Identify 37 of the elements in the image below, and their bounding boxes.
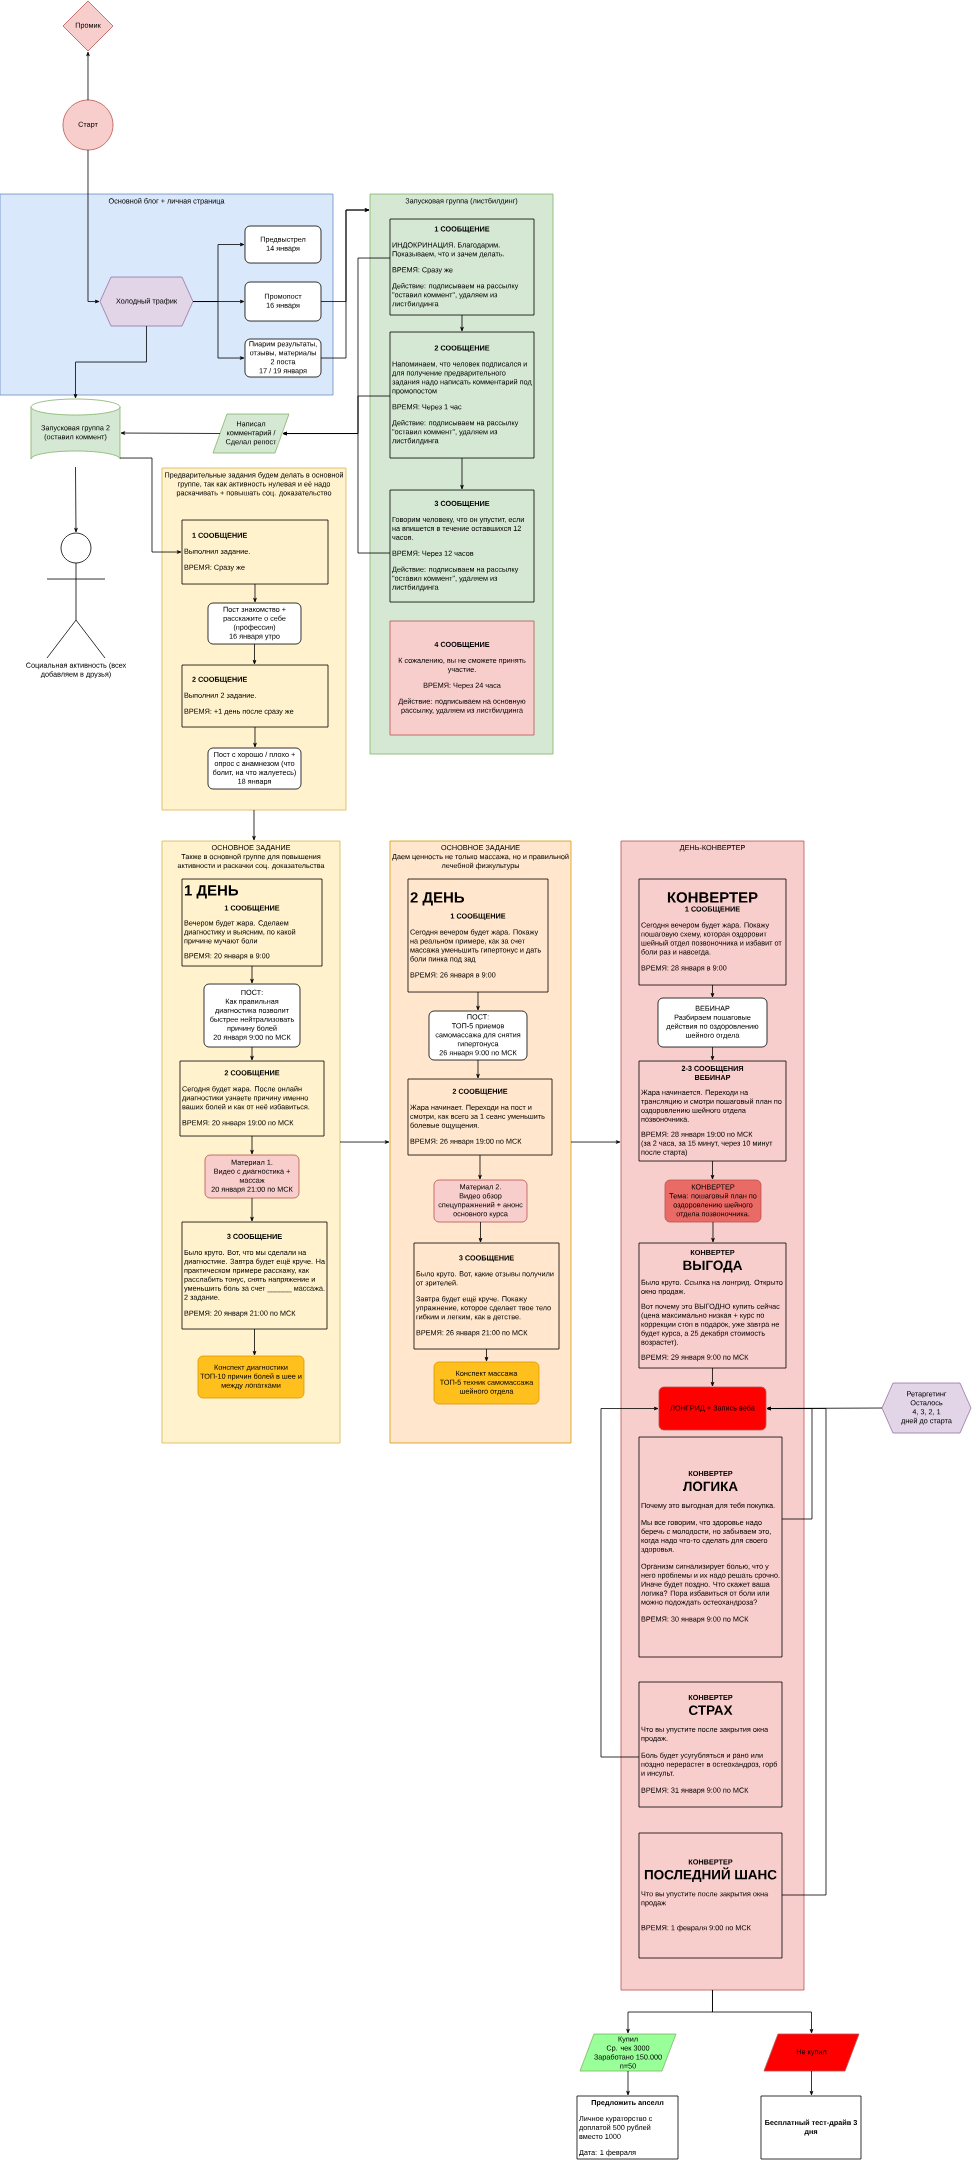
arrow — [712, 1989, 814, 2034]
arrow — [119, 457, 182, 554]
arrow — [710, 984, 715, 998]
arrow — [809, 2070, 814, 2096]
arrow — [339, 1140, 390, 1144]
arrow — [460, 314, 464, 332]
arrow — [253, 583, 257, 603]
arrow — [476, 1059, 480, 1079]
arrow — [710, 1046, 715, 1061]
arrow — [766, 1406, 883, 1411]
arrow — [252, 1328, 257, 1356]
arrow — [478, 1221, 483, 1243]
arrow — [250, 965, 254, 984]
arrow — [320, 208, 370, 359]
arrow — [711, 1221, 715, 1243]
arrow — [460, 457, 464, 490]
arrow — [282, 431, 391, 554]
arrow — [626, 2070, 630, 2096]
arrow — [73, 325, 147, 399]
arrow — [120, 431, 221, 435]
arrow — [253, 726, 257, 748]
arrow — [570, 1140, 621, 1144]
arrow — [710, 1367, 715, 1387]
arrow — [252, 643, 257, 665]
arrow — [250, 1135, 254, 1155]
arrow — [87, 149, 100, 304]
arrow — [600, 1406, 659, 1758]
arrow — [484, 1348, 489, 1362]
arrow — [74, 466, 78, 533]
arrow — [478, 1154, 482, 1180]
arrow — [192, 301, 245, 360]
arrow — [86, 51, 90, 101]
arrow — [252, 809, 256, 841]
arrow — [250, 1197, 254, 1222]
arrow — [476, 991, 480, 1011]
arrow — [250, 1046, 254, 1061]
arrow — [710, 1160, 715, 1180]
